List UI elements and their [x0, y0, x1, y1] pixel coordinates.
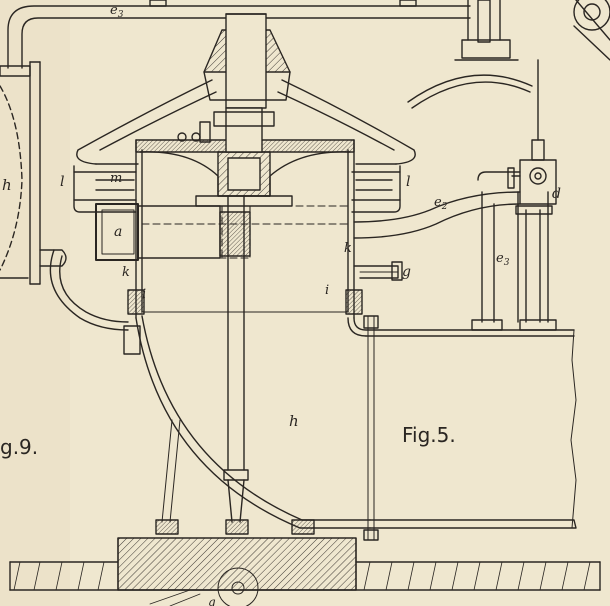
ring-flanges [73, 165, 401, 213]
right-pipework [353, 59, 557, 331]
label-a: a [114, 224, 122, 240]
paper-fold-shade [0, 0, 70, 606]
dome-cap [203, 13, 291, 109]
figure-caption-main: Fig.5. [402, 423, 456, 447]
label-q: q [208, 595, 216, 606]
left-cylinder-fragment [0, 61, 67, 285]
curved-hopper [49, 249, 371, 529]
box-a [95, 203, 251, 261]
figure-captions: Fig.5. g.9. [0, 423, 456, 459]
label-d: d [552, 186, 561, 202]
conical-roof [76, 79, 416, 165]
figure-caption-left: g.9. [0, 435, 38, 459]
valve-chest [135, 107, 355, 207]
center-rod [155, 195, 315, 535]
boiler-body [347, 315, 577, 541]
label-i-left: i [142, 287, 146, 302]
main-cylinder [127, 139, 363, 319]
bracket-g [353, 261, 403, 281]
label-e-top: e3 [110, 3, 124, 20]
label-e2: e2 [434, 195, 448, 212]
label-k-left: k [122, 265, 130, 280]
label-i-right: i [325, 283, 329, 298]
label-h-main: h [289, 412, 299, 430]
label-e3: e3 [496, 251, 510, 268]
label-l-right: l [406, 174, 410, 190]
upper-right-mechanism [407, 0, 610, 109]
part-labels: e3 h l m l a k i k i g e2 e3 d h q [2, 3, 561, 606]
label-k-right: k [344, 241, 352, 256]
label-g: g [402, 264, 411, 280]
label-h-left: h [2, 176, 12, 194]
top-pipe [7, 0, 471, 69]
foundation [9, 537, 601, 606]
label-l-left: l [60, 174, 64, 190]
label-m: m [110, 171, 122, 186]
